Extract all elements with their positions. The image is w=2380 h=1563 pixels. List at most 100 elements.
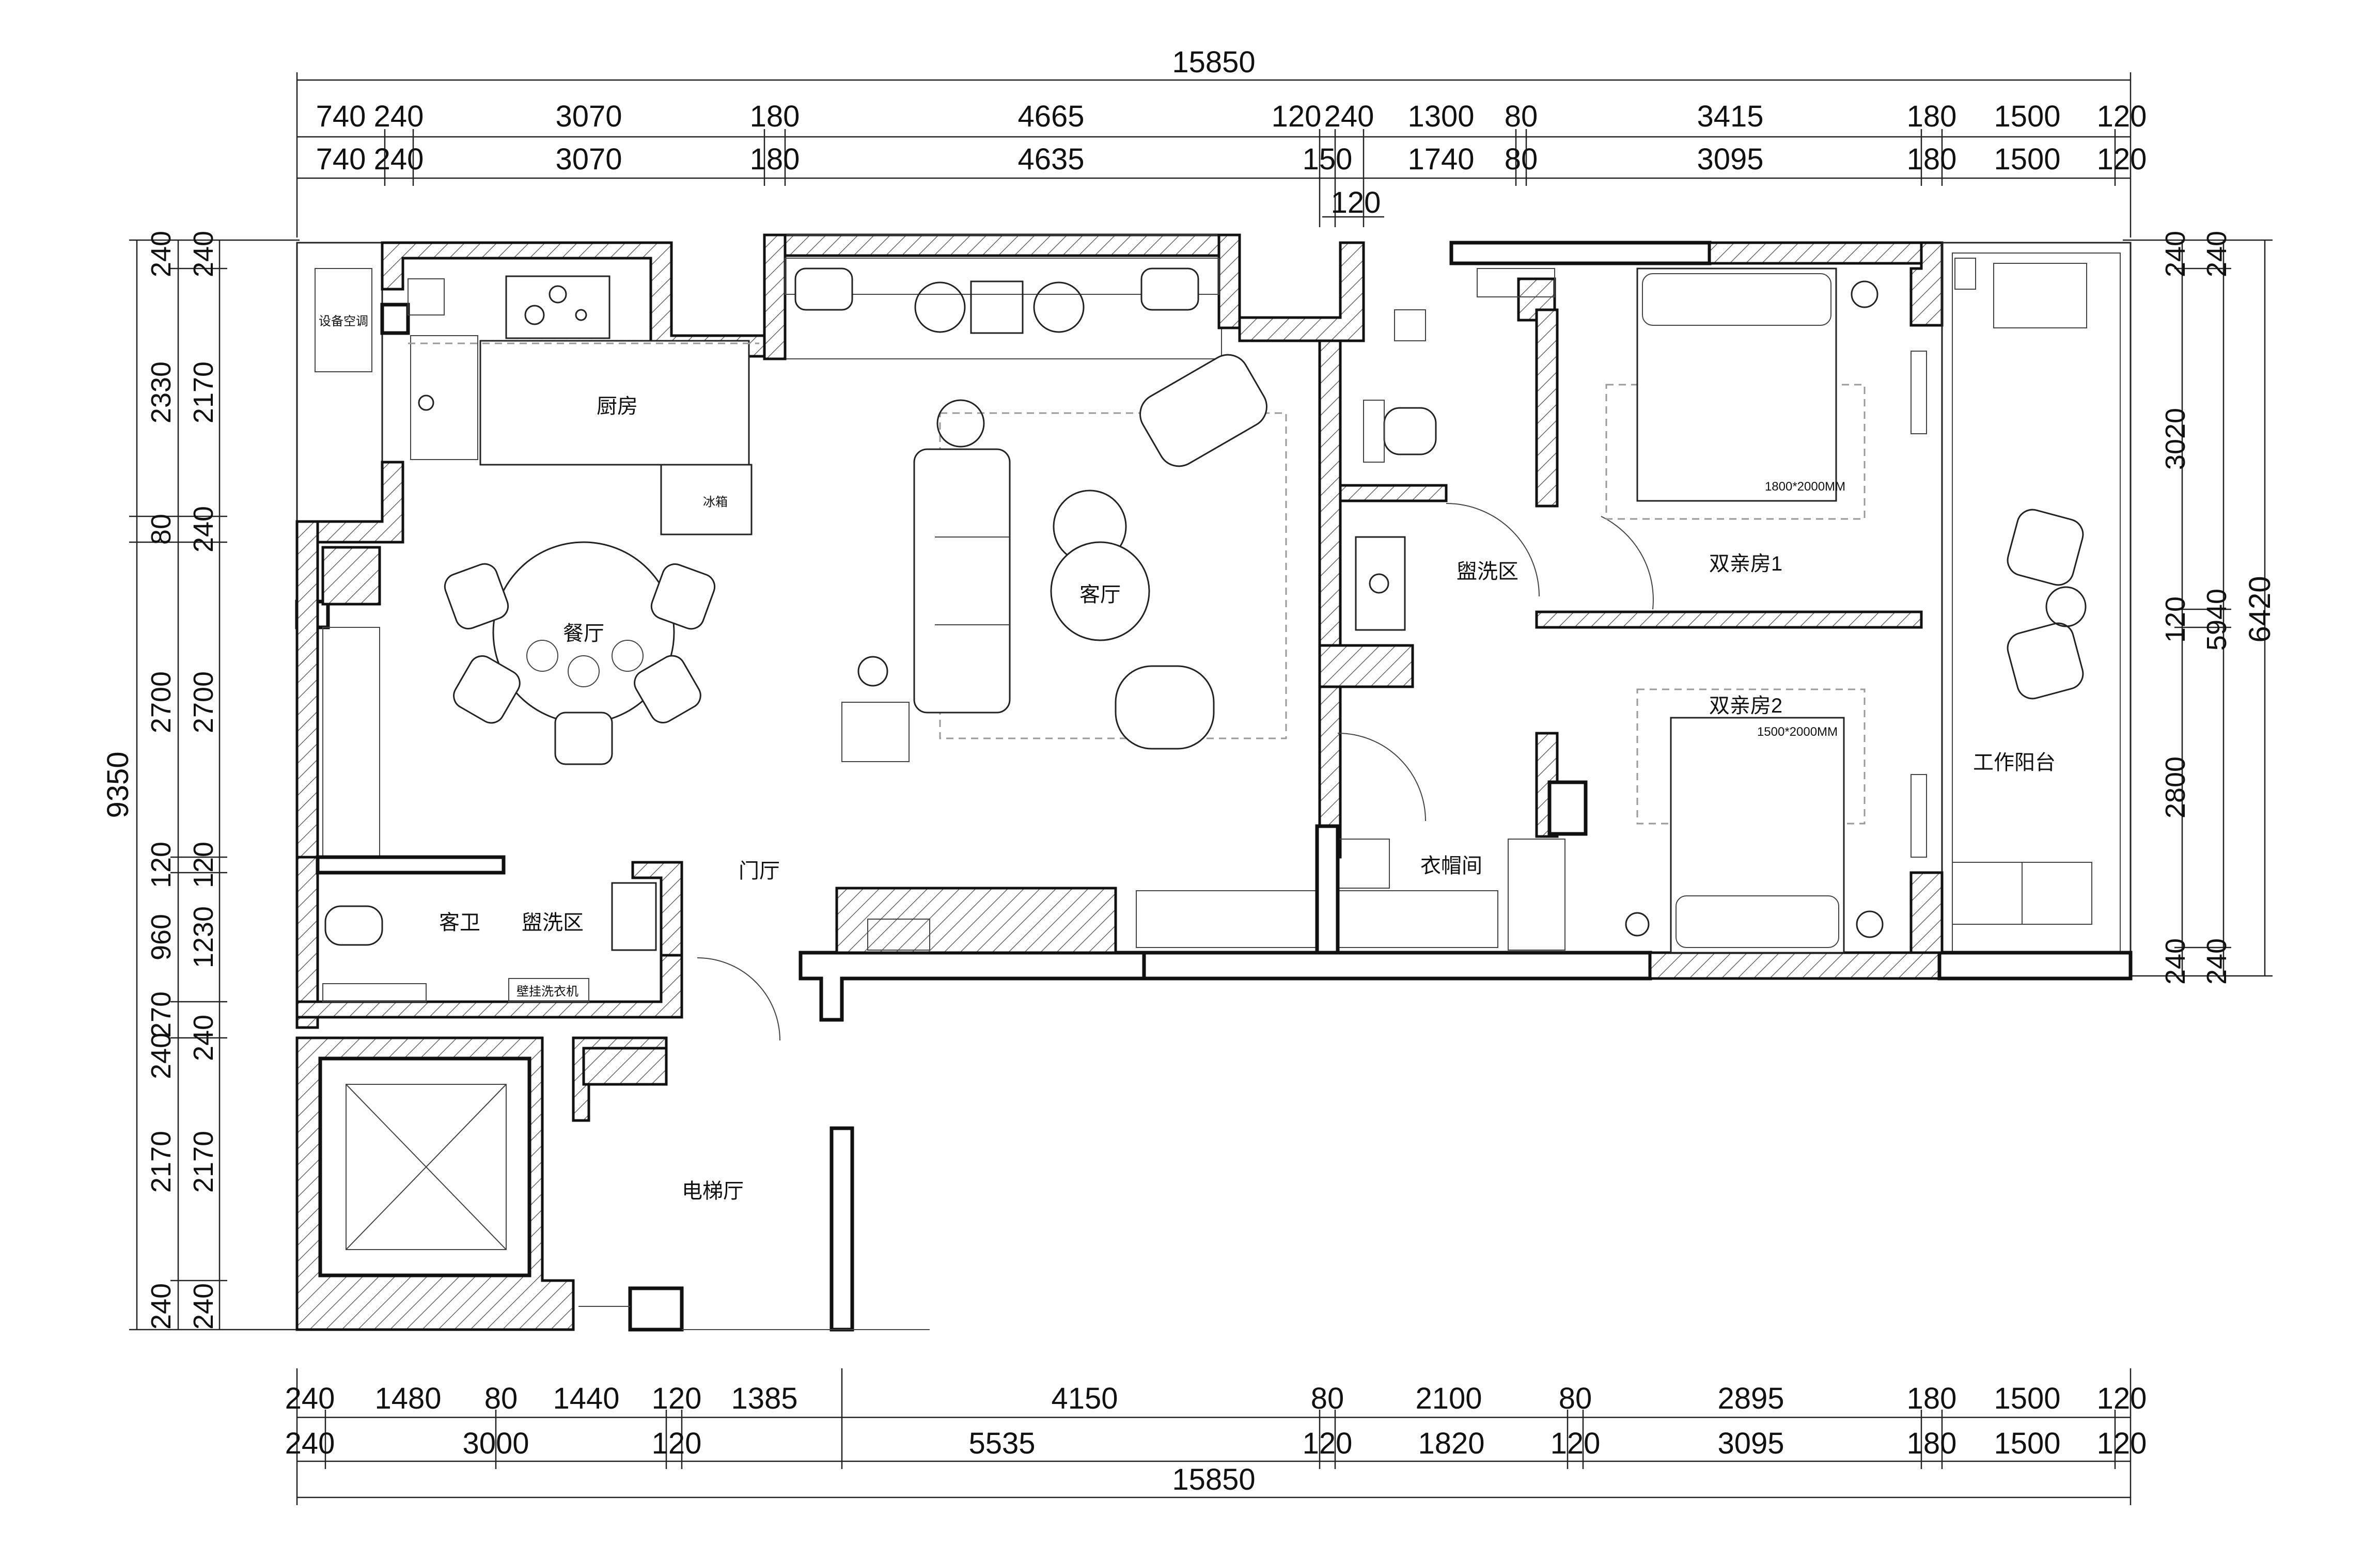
dim-top-r1-1: 240 bbox=[374, 100, 424, 133]
wash-basin bbox=[1355, 536, 1406, 631]
label-dining: 餐厅 bbox=[563, 622, 604, 645]
top-dimensions: 15850 740 240 3070 180 4665 120 240 1300… bbox=[316, 45, 2147, 219]
dim-bot-r1-3: 1440 bbox=[553, 1382, 619, 1415]
foyer-cabinet bbox=[835, 887, 1117, 954]
bed-2 bbox=[1670, 717, 1845, 954]
guest-basin bbox=[611, 882, 657, 951]
dim-top-r1-0: 740 bbox=[316, 100, 366, 133]
shoe-bench bbox=[867, 919, 930, 951]
dim-top-r2-9: 180 bbox=[1907, 143, 1957, 176]
label-wash-area-1: 盥洗区 bbox=[522, 911, 584, 934]
balcony-chair-south bbox=[2007, 622, 2084, 700]
dim-bot-r2-0: 240 bbox=[285, 1427, 335, 1460]
dim-left-i-8: 240 bbox=[188, 1283, 219, 1330]
dining-chair-4 bbox=[554, 712, 613, 765]
elevator-hall-column bbox=[628, 1286, 684, 1332]
balcony-south-wall bbox=[1937, 951, 2133, 981]
dim-top-r2-1: 240 bbox=[374, 143, 424, 176]
dim-bot-r1-4: 120 bbox=[652, 1382, 702, 1415]
dining-plate-3 bbox=[612, 640, 644, 672]
label-bed-2-size: 1500*2000MM bbox=[1757, 725, 1838, 739]
label-bed-1-size: 1800*2000MM bbox=[1765, 480, 1845, 494]
dim-left-o-9: 240 bbox=[146, 1283, 177, 1330]
dim-bot-r1-2: 80 bbox=[484, 1382, 518, 1415]
dim-top-r2-4: 4635 bbox=[1017, 143, 1084, 176]
bedroom-2-south-wall bbox=[1649, 951, 1941, 980]
bed-2-lamp bbox=[1856, 910, 1884, 938]
balcony-stool-2 bbox=[1033, 281, 1085, 333]
bed-1-lamp bbox=[1851, 280, 1878, 308]
elevator-inner bbox=[346, 1084, 507, 1250]
guest-bath-south-wall bbox=[295, 954, 683, 1019]
burner-right bbox=[575, 309, 587, 321]
bedroom-divider-wall bbox=[1535, 610, 1923, 629]
ac-unit bbox=[315, 268, 372, 372]
dim-top-r2-8: 3095 bbox=[1697, 143, 1763, 176]
side-lamp bbox=[857, 656, 888, 687]
bedroom-north-wall-2 bbox=[1708, 241, 1923, 265]
bedroom-1-west-wall bbox=[1535, 308, 1559, 508]
dim-left-i-0: 240 bbox=[188, 231, 219, 277]
dining-window-panel bbox=[322, 627, 380, 860]
dim-right-m-0: 240 bbox=[2201, 231, 2232, 277]
dim-left-o-0: 240 bbox=[146, 231, 177, 277]
bedroom-1-furniture bbox=[1477, 267, 1927, 520]
bed-2-lamp-2 bbox=[1625, 912, 1650, 937]
bed1-door-swing bbox=[1601, 516, 1654, 610]
dim-top-r1-8: 80 bbox=[1505, 100, 1538, 133]
wash-cabinet bbox=[1318, 644, 1414, 688]
dim-left-o-6: 270 bbox=[146, 991, 177, 1038]
bed-1-window bbox=[1911, 351, 1927, 434]
balcony-stool-1 bbox=[914, 281, 966, 333]
guest-shelf bbox=[322, 983, 427, 1002]
room-labels: 设备空调 厨房 冰箱 餐厅 客厅 门厅 客卫 盥洗区 壁挂洗衣机 电梯厅 盥洗区… bbox=[319, 314, 2056, 1203]
balcony-chair-1 bbox=[794, 267, 853, 311]
bathroom-west-wall bbox=[1318, 339, 1342, 859]
label-elevator-hall: 电梯厅 bbox=[682, 1180, 744, 1203]
dim-top-r2-3: 180 bbox=[750, 143, 800, 176]
balcony-wall-right bbox=[1217, 233, 1241, 329]
label-bedroom-2: 双亲房2 bbox=[1709, 694, 1782, 717]
label-kitchen: 厨房 bbox=[597, 395, 638, 418]
dining-chair-5 bbox=[634, 655, 701, 723]
bath-door-swing bbox=[1446, 503, 1540, 597]
dim-bot-r2-7: 3095 bbox=[1717, 1427, 1784, 1460]
sink-counter bbox=[410, 335, 478, 460]
toilet-main bbox=[1383, 407, 1437, 455]
corridor-wall-top bbox=[1238, 241, 1365, 342]
sink-drain bbox=[418, 394, 434, 411]
balcony-wall-top bbox=[763, 233, 1231, 257]
dim-top-r2-7: 80 bbox=[1505, 143, 1538, 176]
dim-left-o-7: 240 bbox=[146, 1033, 177, 1079]
balcony-table bbox=[970, 280, 1024, 334]
label-fridge: 冰箱 bbox=[703, 495, 728, 509]
dim-right-i-2: 120 bbox=[2160, 596, 2191, 643]
balcony-chair-north bbox=[2007, 509, 2084, 586]
dimension-lines bbox=[129, 72, 2273, 1505]
floor-lamp bbox=[936, 399, 985, 448]
dim-bot-r1-10: 2895 bbox=[1717, 1382, 1784, 1415]
right-dimensions: 240 3020 120 2800 240 240 5940 240 6420 bbox=[2160, 231, 2277, 985]
balcony-chair-2 bbox=[1140, 267, 1199, 311]
dim-bot-r2-8: 180 bbox=[1907, 1427, 1957, 1460]
dim-top-r1-3: 180 bbox=[750, 100, 800, 133]
elevator-hall-east-wall bbox=[829, 1126, 854, 1332]
dim-bot-r2-1: 3000 bbox=[462, 1427, 529, 1460]
dim-bot-r1-7: 80 bbox=[1311, 1382, 1344, 1415]
dim-top-r2-2: 3070 bbox=[555, 143, 622, 176]
dim-bot-r1-12: 1500 bbox=[1994, 1382, 2060, 1415]
dim-left-o-3: 2700 bbox=[146, 671, 177, 733]
bed-1-pillows bbox=[1642, 273, 1831, 326]
dim-left-o-5: 960 bbox=[146, 914, 177, 960]
dining-plate-2 bbox=[568, 655, 600, 687]
dim-top-r2-10: 1500 bbox=[1994, 143, 2060, 176]
dining-chair-1 bbox=[444, 563, 509, 629]
bed-2-window bbox=[1911, 774, 1927, 858]
label-equipment-ac: 设备空调 bbox=[319, 314, 368, 328]
dim-left-o-4: 120 bbox=[146, 842, 177, 888]
kitchen-island bbox=[479, 340, 750, 466]
balcony-railing bbox=[785, 258, 1219, 295]
lounge-chair bbox=[1139, 354, 1267, 467]
kitchen-pillar bbox=[380, 303, 410, 335]
dim-top-r1-9: 3415 bbox=[1697, 100, 1763, 133]
